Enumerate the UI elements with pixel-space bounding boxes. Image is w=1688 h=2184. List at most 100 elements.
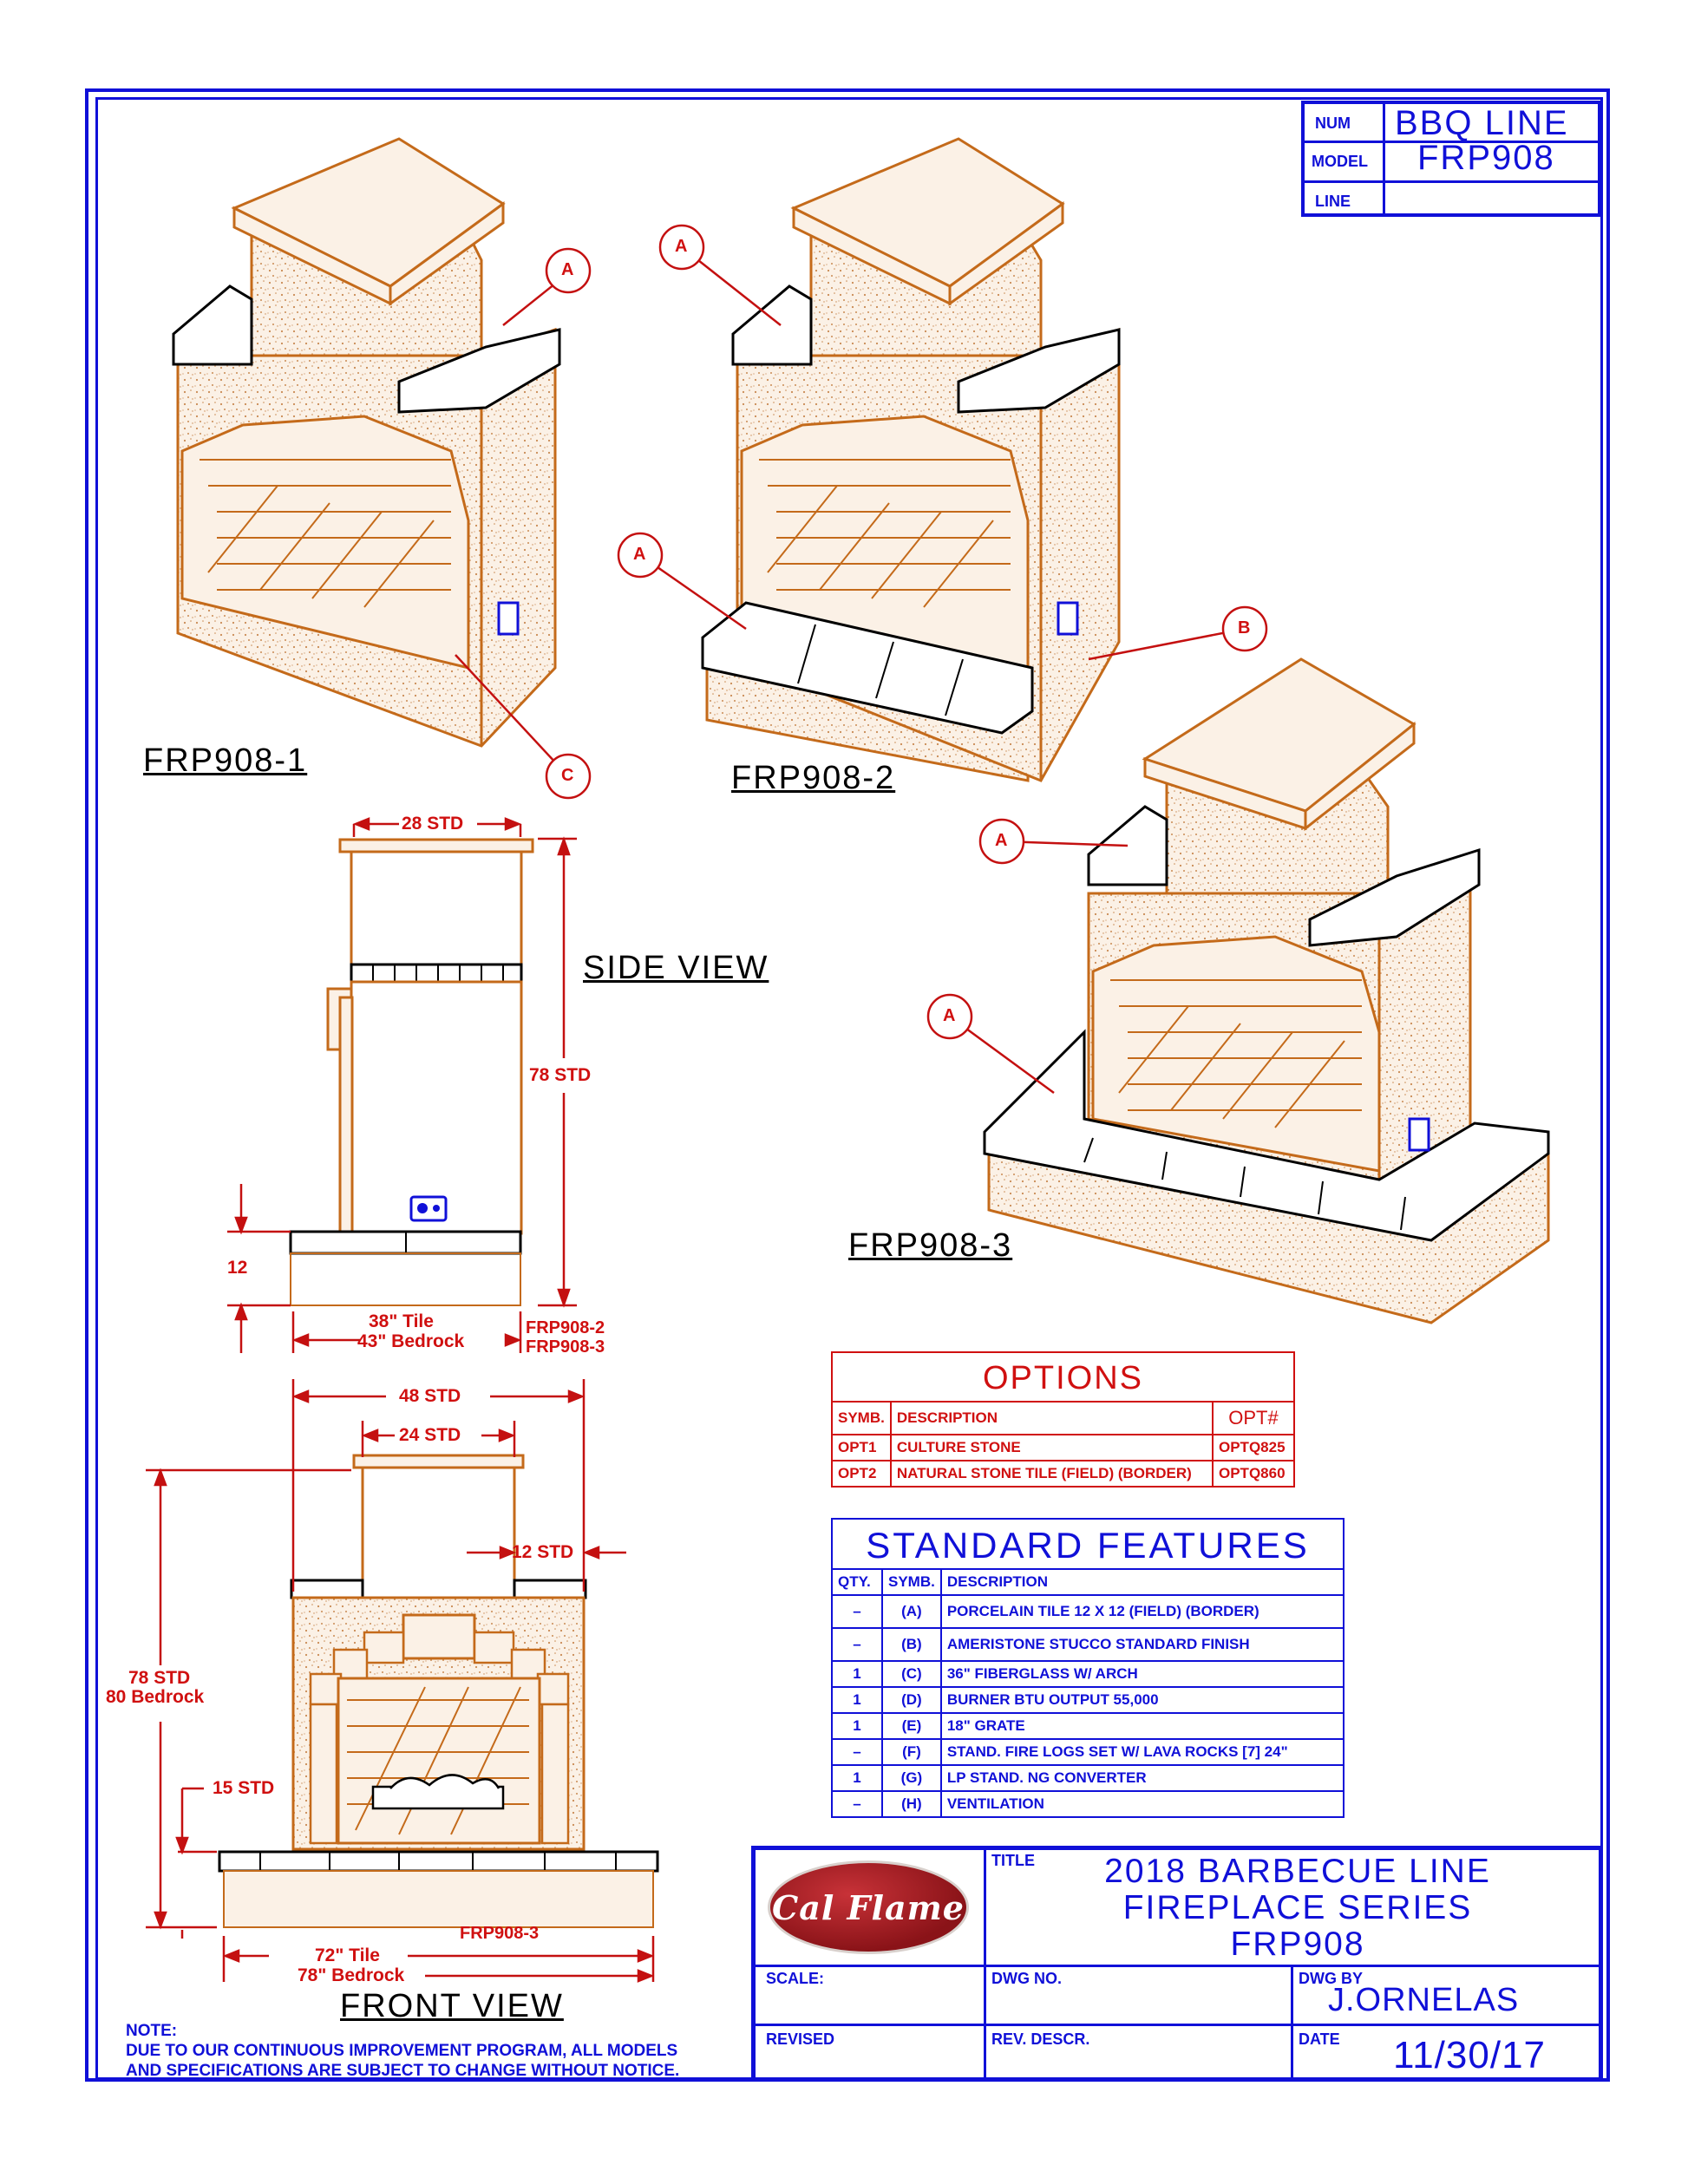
features-row-qty: – — [831, 1790, 883, 1818]
features-row-symb: (F) — [881, 1738, 942, 1766]
front-view-drawing — [218, 1454, 659, 1928]
features-row-desc: PORCELAIN TILE 12 X 12 (FIELD) (BORDER) — [939, 1594, 1345, 1629]
model-header-block: NUM MODEL LINE BBQ LINE FRP908 — [1301, 101, 1601, 217]
model-value: FRP908 — [1417, 139, 1555, 177]
dim-side-tile: 38" Tile — [369, 1311, 434, 1331]
features-row-symb: (E) — [881, 1712, 942, 1740]
dim-front-bedrock: 78" Bedrock — [298, 1965, 405, 1985]
features-row-symb: (B) — [881, 1627, 942, 1662]
dim-front-top: 24 STD — [399, 1425, 461, 1445]
options-title: OPTIONS — [831, 1351, 1295, 1401]
callout-label: A — [675, 237, 688, 256]
view-label-iso-1: FRP908-1 — [143, 742, 308, 779]
dim-side-model-3: FRP908-3 — [526, 1337, 605, 1357]
features-row-desc: AMERISTONE STUCCO STANDARD FINISH — [939, 1627, 1345, 1662]
dwg-no-label: DWG NO. — [991, 1970, 1062, 1987]
fireplace-iso-3 — [983, 657, 1550, 1324]
view-label-iso-3: FRP908-3 — [848, 1227, 1013, 1264]
note-label: NOTE: — [126, 2022, 178, 2040]
features-row-qty: – — [831, 1627, 883, 1662]
revised-label: REVISED — [766, 2030, 835, 2048]
rev-descr-label: REV. DESCR. — [991, 2030, 1090, 2048]
num-label: NUM — [1315, 114, 1351, 132]
options-row-opt: OPTQ825 — [1212, 1434, 1295, 1461]
features-row-qty: 1 — [831, 1764, 883, 1792]
callout-label: A — [943, 1006, 956, 1025]
dim-front-side: 12 STD — [512, 1542, 574, 1562]
scale-label: SCALE: — [766, 1970, 824, 1987]
dim-front-model: FRP908-3 — [460, 1924, 540, 1943]
disclaimer-note: NOTE: DUE TO OUR CONTINUOUS IMPROVEMENT … — [126, 2021, 679, 2081]
options-header-desc: DESCRIPTION — [889, 1401, 1214, 1435]
features-row-symb: (D) — [881, 1686, 942, 1714]
front-view-dimensions — [146, 1379, 655, 1983]
features-row-qty: 1 — [831, 1686, 883, 1714]
dim-side-height: 78 STD — [529, 1065, 592, 1085]
line-label: LINE — [1315, 193, 1351, 210]
standard-features-table: STANDARD FEATURES QTY. SYMB. DESCRIPTION… — [831, 1518, 1345, 1818]
options-table: OPTIONS SYMB. DESCRIPTION OPT# OPT1 CULT… — [831, 1351, 1295, 1488]
side-view-dimensions — [227, 817, 577, 1353]
cal-flame-logo: Cal Flame — [768, 1860, 969, 1954]
features-row-desc: VENTILATION — [939, 1790, 1345, 1818]
features-row-qty: – — [831, 1594, 883, 1629]
options-row-symb: OPT2 — [831, 1460, 892, 1488]
features-row-desc: STAND. FIRE LOGS SET W/ LAVA ROCKS [7] 2… — [939, 1738, 1345, 1766]
dim-front-height-2: 80 Bedrock — [106, 1687, 205, 1707]
view-label-iso-2: FRP908-2 — [731, 760, 896, 796]
features-row-qty: 1 — [831, 1712, 883, 1740]
callout-label: B — [1238, 618, 1251, 638]
fireplace-iso-1 — [172, 137, 561, 748]
view-label-side: SIDE VIEW — [583, 950, 769, 986]
standard-features-title: STANDARD FEATURES — [831, 1518, 1345, 1568]
title-label: TITLE — [991, 1852, 1035, 1869]
dim-front-base: 15 STD — [213, 1778, 275, 1798]
title-block: Cal Flame TITLE 2018 BARBECUE LINE FIREP… — [751, 1846, 1603, 2082]
features-row-symb: (G) — [881, 1764, 942, 1792]
dim-side-base: 12 — [227, 1258, 248, 1278]
options-row-symb: OPT1 — [831, 1434, 892, 1461]
dim-side-bedrock: 43" Bedrock — [357, 1331, 465, 1351]
callout-label: A — [561, 260, 574, 279]
features-row-desc: 18" GRATE — [939, 1712, 1345, 1740]
title-line-2: FIREPLACE SERIES — [1122, 1889, 1473, 1926]
options-row-opt: OPTQ860 — [1212, 1460, 1295, 1488]
fireplace-iso-2 — [701, 137, 1121, 782]
callout-label: A — [995, 831, 1008, 850]
title-line-3: FRP908 — [1230, 1926, 1365, 1963]
dim-side-model-2: FRP908-2 — [526, 1318, 605, 1337]
callouts — [455, 224, 1268, 1095]
callout-label: C — [561, 766, 574, 785]
features-header-symb: SYMB. — [881, 1568, 942, 1596]
options-header-symb: SYMB. — [831, 1401, 892, 1435]
note-line-1: DUE TO OUR CONTINUOUS IMPROVEMENT PROGRA… — [126, 2042, 678, 2060]
date-value: 11/30/17 — [1393, 2034, 1547, 2076]
side-view-drawing — [289, 838, 534, 1306]
options-header-opt: OPT# — [1212, 1401, 1295, 1435]
drawing-title: 2018 BARBECUE LINE FIREPLACE SERIES FRP9… — [998, 1854, 1597, 1963]
features-header-desc: DESCRIPTION — [939, 1568, 1345, 1596]
features-row-qty: – — [831, 1738, 883, 1766]
dwg-by-value: J.ORNELAS — [1328, 1982, 1520, 2018]
model-label: MODEL — [1312, 153, 1368, 170]
features-row-symb: (C) — [881, 1660, 942, 1688]
dim-side-top: 28 STD — [402, 814, 464, 834]
dim-front-width: 48 STD — [399, 1386, 461, 1406]
date-label: DATE — [1299, 2030, 1340, 2048]
dim-front-height-1: 78 STD — [128, 1668, 191, 1688]
logo-text: Cal Flame — [772, 1887, 965, 1927]
features-row-desc: 36" FIBERGLASS W/ ARCH — [939, 1660, 1345, 1688]
options-row-desc: NATURAL STONE TILE (FIELD) (BORDER) — [889, 1460, 1214, 1488]
num-value: BBQ LINE — [1395, 104, 1569, 142]
features-header-qty: QTY. — [831, 1568, 883, 1596]
dim-front-tile: 72" Tile — [315, 1945, 380, 1965]
features-row-symb: (A) — [881, 1594, 942, 1629]
note-line-2: AND SPECIFICATIONS ARE SUBJECT TO CHANGE… — [126, 2062, 680, 2080]
features-row-symb: (H) — [881, 1790, 942, 1818]
title-line-1: 2018 BARBECUE LINE — [1104, 1853, 1491, 1890]
features-row-qty: 1 — [831, 1660, 883, 1688]
view-label-front: FRONT VIEW — [340, 1988, 564, 2024]
callout-label: A — [633, 545, 646, 564]
options-row-desc: CULTURE STONE — [889, 1434, 1214, 1461]
